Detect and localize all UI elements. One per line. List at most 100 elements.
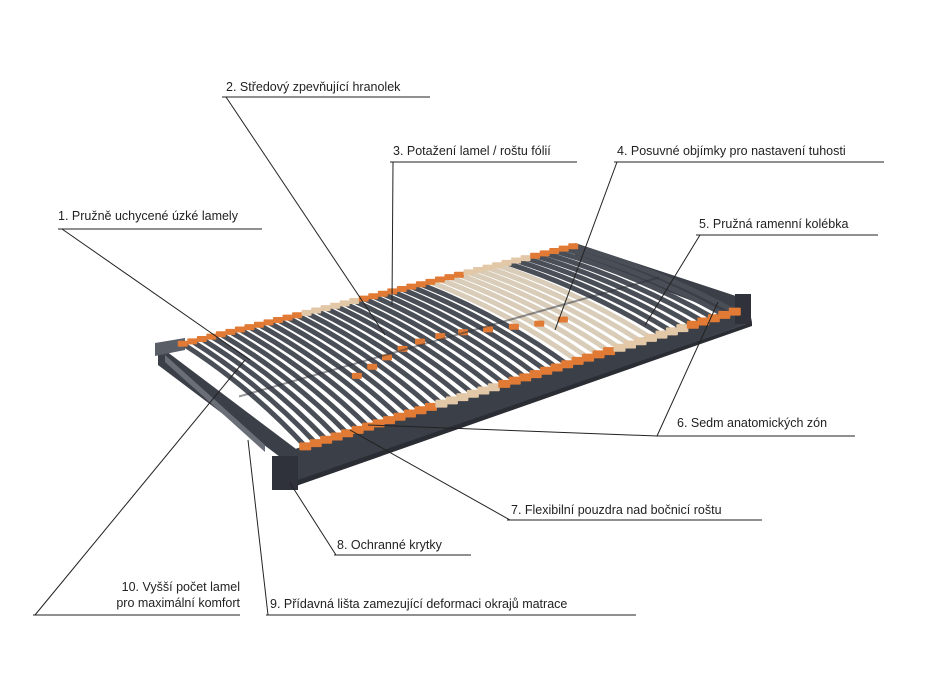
label-7-flex-holders: 7. Flexibilní pouzdra nad bočnicí roštu [511, 503, 722, 517]
slat-holder-front [466, 389, 479, 398]
protective-cap-front-right [735, 294, 751, 324]
slat [494, 262, 654, 341]
slat-holder-back [368, 293, 379, 300]
slat [256, 322, 392, 423]
label-1-slats: 1. Pružně uchycené úzké lamely [58, 209, 238, 223]
slat [532, 253, 696, 328]
rail-left-end [158, 345, 300, 472]
label-2-center-beam: 2. Středový zpevňující hranolek [226, 80, 401, 94]
label-10-line-1: 10. Vyšší počet lamel [121, 580, 240, 594]
slat-holder-front [362, 422, 375, 431]
sliding-sleeve [534, 320, 545, 327]
slat [304, 310, 444, 407]
slat [570, 243, 738, 315]
slat-holder-front [519, 373, 532, 382]
slat-holder-front [728, 307, 741, 316]
slat-holder-front [299, 442, 312, 451]
sliding-sleeve [351, 372, 362, 379]
slat-holder-front [404, 409, 416, 418]
slat-holder-front [508, 376, 521, 385]
callout-line-9 [247, 439, 269, 616]
slat-holder-back [492, 262, 503, 269]
slat-holder-front [456, 393, 469, 402]
slat-holder-back [558, 245, 569, 252]
slat [380, 291, 528, 380]
slat [456, 272, 612, 354]
slat-holder-front [592, 350, 605, 359]
slat-holder-front [613, 343, 626, 352]
slat-holder-back [520, 255, 531, 262]
protective-cap-front-left [272, 456, 298, 490]
slat [218, 331, 350, 436]
slat [465, 269, 623, 351]
slat [332, 303, 476, 397]
slat [399, 286, 549, 374]
slat-holder-back [234, 326, 245, 333]
slat-holder-back [263, 319, 274, 326]
callout-line-6 [656, 301, 719, 437]
slat-holder-front [634, 337, 647, 346]
callout-line-5 [644, 234, 701, 326]
slat [513, 257, 675, 334]
callout-line-6 [367, 424, 658, 437]
slat-holder-front [445, 396, 458, 405]
slat-holder-front [498, 379, 511, 388]
extra-rail [165, 355, 265, 452]
slat [446, 274, 602, 357]
slat-holder-back [253, 321, 264, 328]
slat-holder-front [383, 416, 396, 425]
slat [542, 250, 706, 324]
slat-holder-back [282, 314, 293, 321]
slat [313, 307, 455, 403]
slat [189, 338, 319, 446]
label-8-protective-caps: 8. Ochranné krytky [337, 538, 442, 552]
callout-line-7 [349, 429, 511, 521]
rail-front [292, 304, 752, 482]
slat [437, 277, 591, 361]
slat-holder-front [477, 386, 490, 395]
slat-holder-front [582, 353, 595, 362]
slat-holder-front [487, 383, 500, 392]
slat-holder-front [330, 432, 343, 441]
slat-holder-back [339, 300, 350, 307]
slat-holder-back [225, 328, 236, 335]
rail-front-bottom [292, 322, 752, 486]
slat [265, 319, 403, 420]
slat-holder-back [530, 252, 541, 259]
slat-holder-back [415, 281, 426, 288]
slat-holder-front [571, 356, 584, 365]
slat [389, 288, 539, 377]
slat-holder-back [196, 336, 207, 343]
slat-holder-front [320, 435, 333, 444]
slat [351, 298, 497, 390]
slat-holder-front [697, 317, 710, 326]
slat-holder-back [549, 247, 560, 254]
slat-holder-back [349, 297, 360, 304]
slat-holder-back [215, 331, 226, 338]
slat [199, 336, 329, 443]
slat-holder-front [665, 327, 678, 336]
slat [408, 284, 560, 370]
label-4-sliding-sleeves: 4. Posuvné objímky pro nastavení tuhosti [617, 144, 846, 158]
label-9-extra-rail: 9. Přídavná lišta zamezující deformaci o… [270, 597, 568, 611]
slat-holder-front [561, 360, 574, 369]
slat-holder-back [453, 271, 464, 278]
slat-holder-front [414, 406, 427, 415]
slat-holder-front [603, 347, 616, 356]
callout-line-2 [225, 96, 386, 336]
sliding-sleeve [367, 363, 378, 370]
slat [561, 246, 727, 318]
center-beam [238, 276, 660, 398]
slat-holder-back [444, 274, 455, 281]
slat [504, 260, 664, 338]
slat [370, 293, 518, 384]
sliding-sleeve [483, 326, 494, 333]
slat-holder-back [320, 305, 331, 312]
sliding-sleeve [557, 316, 568, 323]
label-5-shoulder-zone: 5. Pružná ramenní kolébka [699, 217, 849, 231]
slat-holder-back [311, 307, 322, 314]
slat-holder-back [187, 338, 198, 345]
slat-holder-back [301, 309, 312, 316]
slat-holder-front [309, 439, 322, 448]
